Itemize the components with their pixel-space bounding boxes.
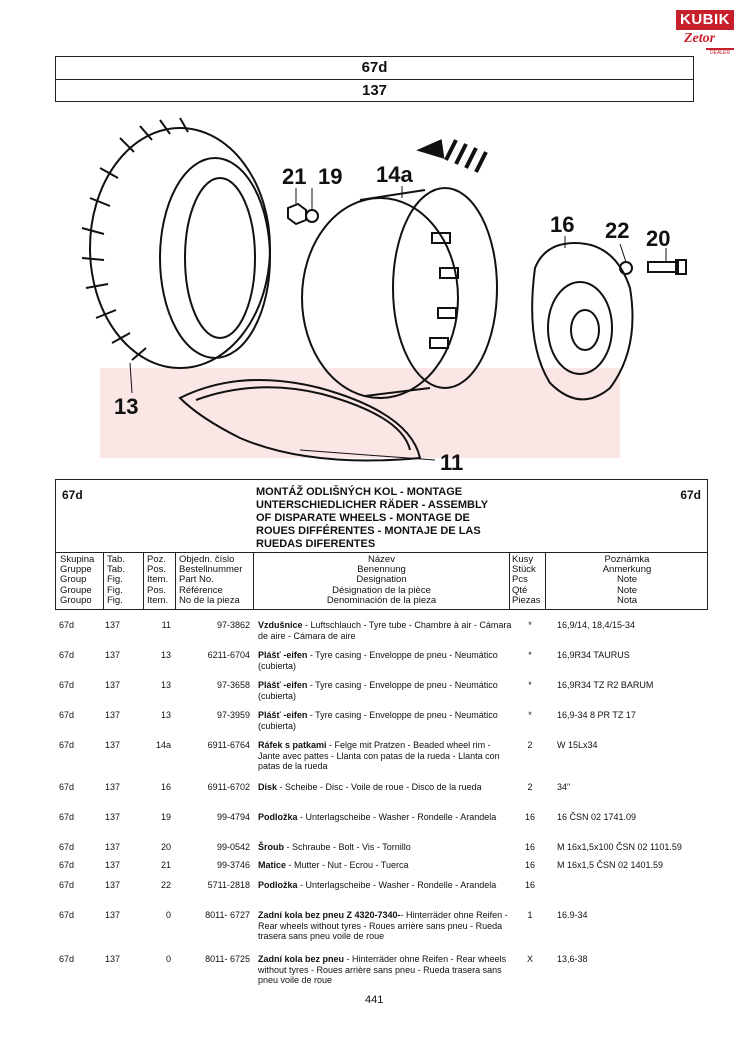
tube-drawing <box>178 379 422 462</box>
leader-lines <box>129 186 667 461</box>
callout-20: 20 <box>646 226 670 251</box>
title-line: RUEDAS DIFERENTES <box>256 538 376 550</box>
col-table: Tab.Tab.Fig.Fig.Fig. <box>104 553 144 609</box>
group-code-right: 67d <box>680 488 701 502</box>
callout-22: 22 <box>605 218 629 243</box>
watermark <box>100 368 620 458</box>
kubik-logo: KUBIK Zetor DEALER <box>676 10 736 65</box>
logo-brand: KUBIK <box>676 10 734 30</box>
page-number: 441 <box>365 994 384 1006</box>
callout-13: 13 <box>114 394 138 419</box>
tyre-drawing <box>81 117 271 369</box>
assembly-title: MONTÁŽ ODLIŠNÝCH KOL - MONTAGE UNTERSCHI… <box>256 486 516 551</box>
callout-16: 16 <box>550 212 574 237</box>
header-group: 67d <box>56 57 693 80</box>
logo-sub: Zetor <box>684 31 716 46</box>
title-line: OF DISPARATE WHEELS - MONTAGE DE <box>256 512 470 524</box>
title-line: UNTERSCHIEDLICHER RÄDER - ASSEMBLY <box>256 499 489 511</box>
title-line: MONTÁŽ ODLIŠNÝCH KOL - MONTAGE <box>256 486 463 498</box>
callout-19: 19 <box>318 164 342 189</box>
rim-drawing <box>301 187 498 399</box>
header-table: 137 <box>361 82 388 99</box>
disc-drawing <box>531 241 634 401</box>
callout-14a: 14a <box>376 162 413 187</box>
col-pos: Poz.Pos.Item.Pos.Item. <box>144 553 176 609</box>
group-code-left: 67d <box>62 488 83 502</box>
title-line: ROUES DIFFÉRENTES - MONTAJE DE LAS <box>256 525 481 537</box>
callout-21: 21 <box>282 164 306 189</box>
wheel-assembly-drawing: 21 19 14a 16 22 20 13 11 <box>81 117 687 475</box>
logo-dealer: DEALER <box>710 50 731 56</box>
assembly-info-box: 67d MONTÁŽ ODLIŠNÝCH KOL - MONTAGE UNTER… <box>55 479 708 553</box>
logo-line <box>706 48 734 50</box>
callout-11: 11 <box>440 450 463 475</box>
header-box: 67d 137 <box>55 56 694 102</box>
hardware-drawing <box>287 202 687 275</box>
direction-arrow <box>416 139 488 173</box>
